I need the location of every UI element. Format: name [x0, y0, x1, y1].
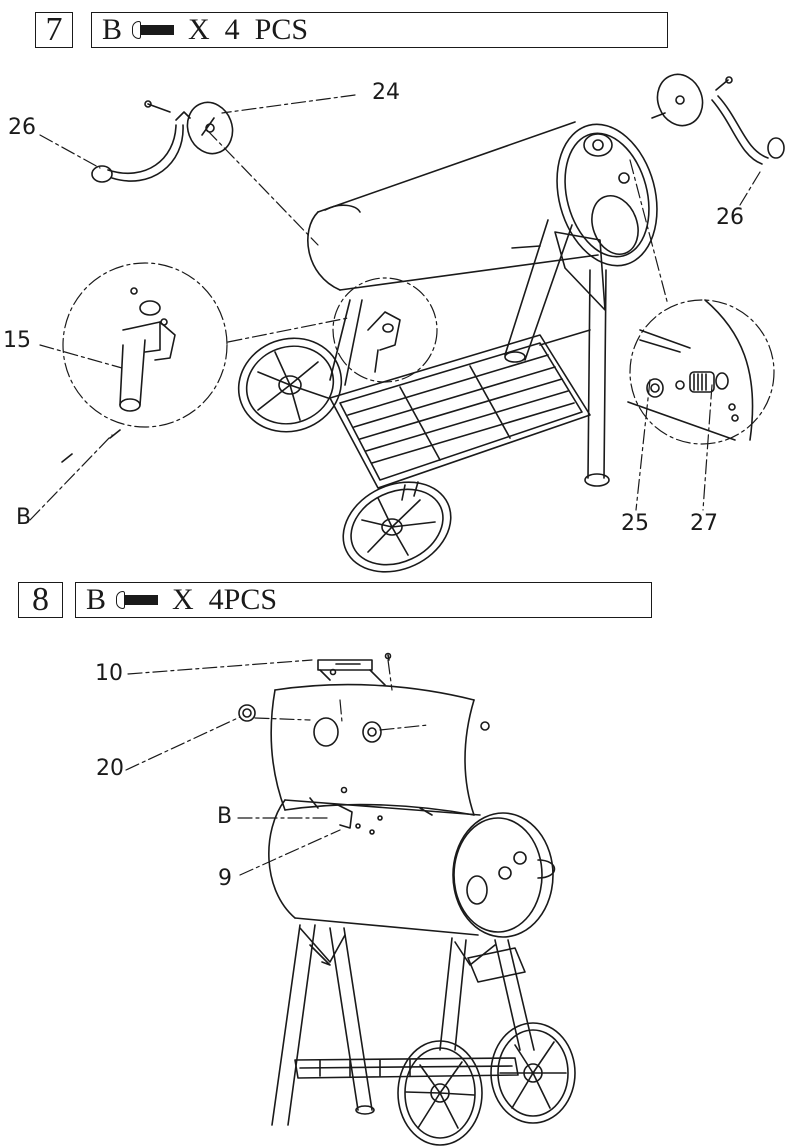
- detail-bracket: [367, 311, 401, 373]
- part-26-left: [91, 100, 191, 183]
- wheel-bottom: [342, 481, 452, 573]
- detail-circle-wheel-axle: [629, 299, 775, 445]
- step-8-quantity: X 4PCS: [172, 583, 278, 616]
- callout-b-step8: B: [217, 804, 233, 829]
- part-26-right: [711, 76, 785, 165]
- step-8-wheel-rear: [490, 1022, 576, 1124]
- callout-b-step7: B: [16, 505, 32, 530]
- barrel-body: [268, 786, 556, 938]
- callout-10: 10: [95, 661, 123, 686]
- step-7-drawing: [29, 73, 785, 573]
- callout-20: 20: [96, 756, 124, 781]
- step-8-number-box: 8: [18, 582, 63, 618]
- lid: [238, 683, 490, 816]
- step-8-hardware-box: B X 4PCS: [75, 582, 652, 618]
- step-8-wheel-front: [397, 1040, 483, 1146]
- detail-circle-leg: [62, 262, 228, 428]
- callout-26-right: 26: [716, 205, 744, 230]
- shelf-grate: [329, 329, 591, 489]
- legs: [329, 219, 610, 487]
- step-8-drawing: [125, 652, 576, 1146]
- callout-15: 15: [3, 328, 31, 353]
- part-10-handle: [317, 652, 392, 686]
- callout-26-left: 26: [8, 115, 36, 140]
- firebox: [307, 121, 658, 291]
- bolt-icon: [116, 590, 162, 610]
- step-8-legs: [271, 924, 535, 1126]
- part-24-left: [186, 101, 234, 155]
- step-8-number: 8: [32, 581, 49, 618]
- detail-leg-assembly: [61, 287, 176, 463]
- step-8-fastener-letter: B: [86, 583, 107, 616]
- part-24-right: [651, 73, 704, 127]
- callout-27: 27: [690, 511, 718, 536]
- step-7-quantity: X 4 PCS: [188, 13, 309, 46]
- step-7-hardware-box: B X 4 PCS: [91, 12, 668, 48]
- step-7-number-box: 7: [35, 12, 73, 48]
- callout-24: 24: [372, 80, 400, 105]
- step-7-number: 7: [45, 11, 63, 48]
- callout-9: 9: [218, 866, 232, 891]
- step-7-fastener-letter: B: [102, 13, 123, 46]
- detail-axle: [627, 299, 754, 441]
- bolt-icon: [132, 20, 178, 40]
- callout-25: 25: [621, 511, 649, 536]
- wheel-left: [237, 337, 343, 433]
